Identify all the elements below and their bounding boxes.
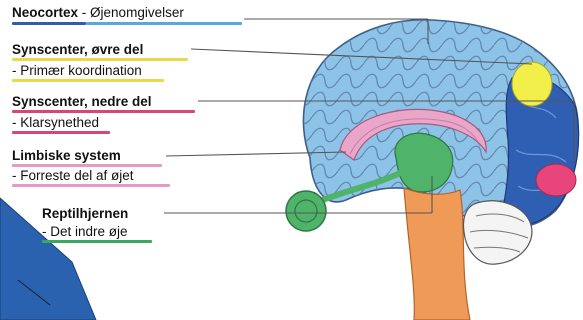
underline-lower-vision (12, 110, 195, 113)
underline-upper-vision-sub (12, 79, 164, 82)
underline-neocortex-title (12, 22, 86, 25)
label-limbic-sub: - Forreste del af øjet (12, 167, 134, 184)
label-neocortex: Neocortex - Øjenomgivelser (12, 4, 184, 21)
cerebellum (463, 201, 531, 264)
underline-limbic-sub (12, 184, 170, 187)
lower-vision-center (536, 164, 576, 196)
label-limbic: Limbiske system (12, 147, 121, 164)
underline-neocortex-desc (86, 22, 242, 25)
label-upper-vision-sub: - Primær koordination (12, 62, 142, 79)
brainstem (404, 188, 470, 320)
eye-ball (286, 191, 326, 231)
underline-lower-vision-sub (12, 131, 110, 134)
label-upper-vision: Synscenter, øvre del (12, 41, 143, 58)
label-reptile-title: Reptilhjernen (42, 206, 128, 221)
underline-upper-vision (12, 58, 188, 61)
label-upper-vision-title: Synscenter, øvre del (12, 42, 143, 57)
label-neocortex-desc: - Øjenomgivelser (82, 5, 184, 20)
label-lower-vision-title: Synscenter, nedre del (12, 94, 152, 109)
label-neocortex-title: Neocortex (12, 5, 78, 20)
label-reptile: Reptilhjernen (42, 205, 128, 222)
label-limbic-title: Limbiske system (12, 148, 121, 163)
label-reptile-sub: - Det indre øje (42, 223, 128, 240)
label-lower-vision: Synscenter, nedre del (12, 93, 152, 110)
thalamus (395, 133, 453, 192)
upper-vision-center (512, 62, 552, 106)
label-lower-vision-sub: - Klarsynethed (12, 114, 99, 131)
underline-reptile-sub (42, 240, 152, 243)
